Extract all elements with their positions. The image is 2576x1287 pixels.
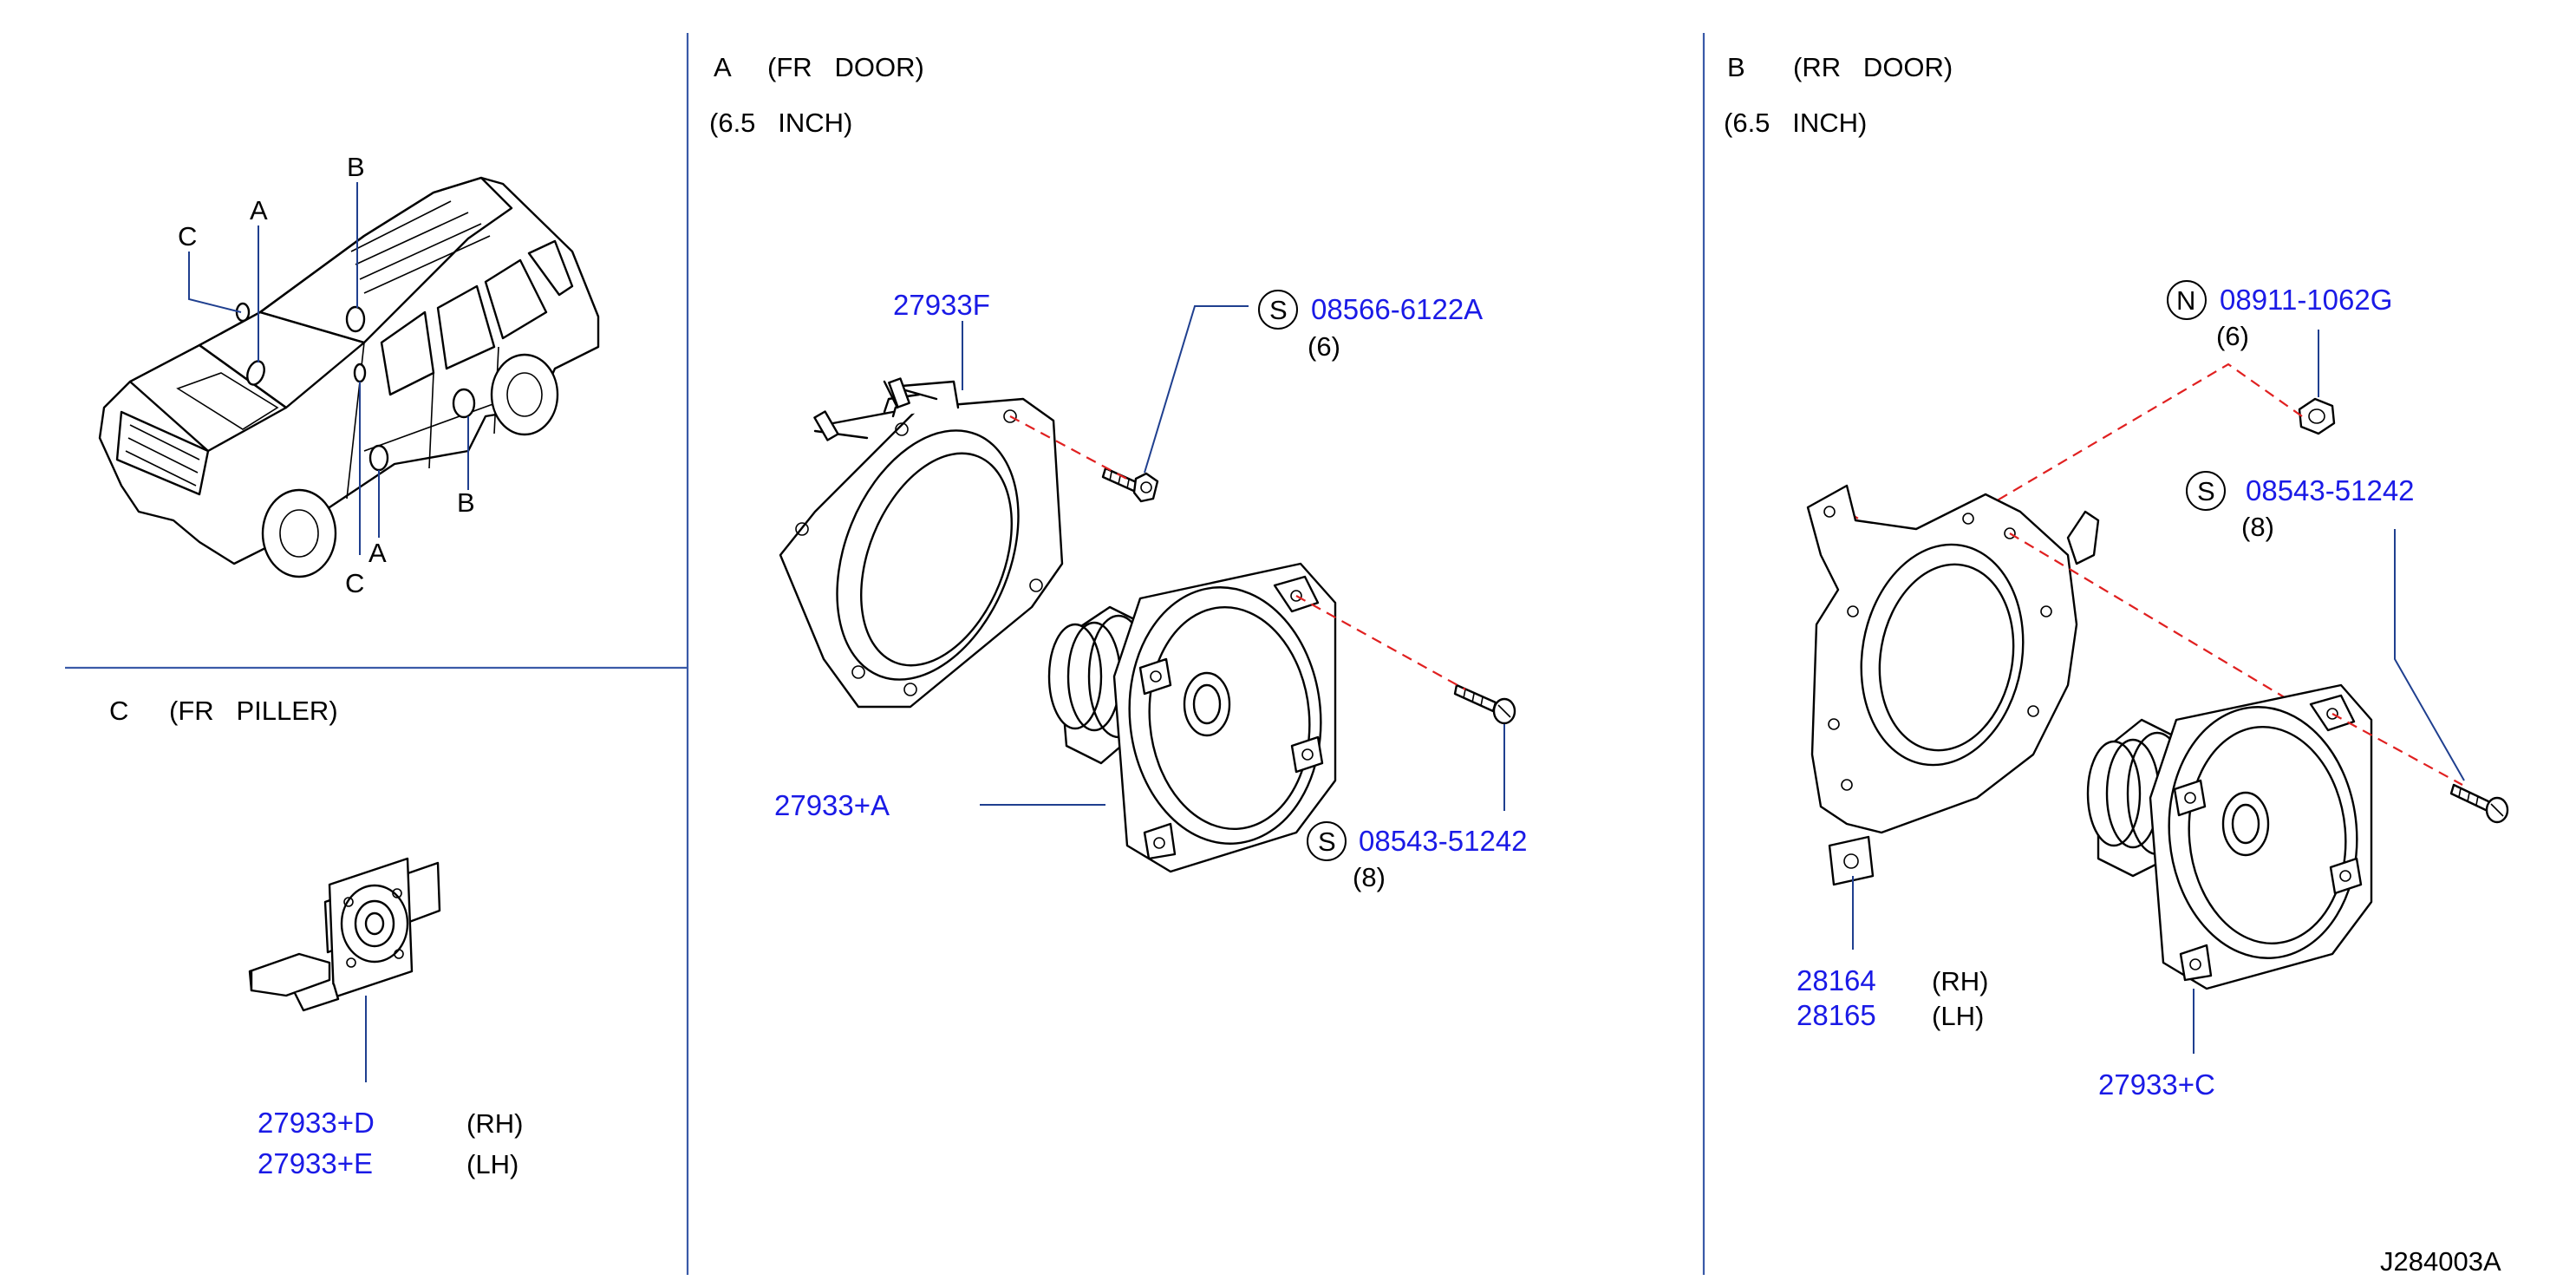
vehicle-overview (98, 176, 600, 578)
rear-door-speaker-drawing[interactable] (2086, 683, 2373, 990)
panel-a-letter: A (714, 52, 732, 82)
tweeter-lh-part-number[interactable]: 27933+E (258, 1147, 373, 1179)
screw-a-fit-line (1295, 595, 1466, 690)
rear-door-nut-drawing[interactable] (2298, 397, 2336, 435)
vehicle-callout-a-bottom: A (368, 538, 387, 568)
vehicle-callout-a-top: A (250, 195, 268, 225)
tweeter-lh-side: (LH) (466, 1149, 518, 1179)
bracket-b-lh-side: (LH) (1932, 1001, 1984, 1031)
tweeter-rh-part-number[interactable]: 27933+D (258, 1107, 375, 1139)
nut-b-quantity: (6) (2216, 321, 2249, 351)
screw-b-quantity: (8) (2241, 512, 2274, 542)
diagram-id: J284003A (2380, 1246, 2501, 1277)
speaker-b-part-number[interactable]: 27933+C (2098, 1068, 2215, 1101)
panel-c-title: (FR PILLER) (169, 696, 338, 726)
bracket-b-lh-part-number[interactable]: 28165 (1797, 999, 1876, 1031)
leader-screw-b (2394, 529, 2465, 781)
nut-b-part-number[interactable]: 08911-1062G (2220, 284, 2392, 316)
panel-c-letter: C (109, 696, 128, 726)
panel-b-letter: B (1727, 52, 1745, 82)
front-door-bracket-drawing[interactable] (779, 377, 1064, 709)
rear-door-screw-drawing[interactable] (2449, 783, 2509, 824)
screw-a-quantity: (8) (1353, 862, 1386, 892)
bolt-a-symbol-circle (1258, 290, 1298, 330)
bracket-a-part-number[interactable]: 27933F (893, 289, 990, 321)
screw-a-part-number[interactable]: 08543-51242 (1359, 825, 1528, 857)
vehicle-callout-c-top: C (178, 221, 197, 252)
screw-b-part-number[interactable]: 08543-51242 (2246, 474, 2415, 506)
vehicle-callout-b-top: B (347, 152, 365, 182)
screw-a-symbol: S (1318, 826, 1336, 857)
rear-door-bracket-drawing[interactable] (1806, 484, 2100, 886)
tweeter-c-drawing[interactable] (248, 857, 441, 1012)
panel-a-title: (FR DOOR) (767, 52, 924, 82)
front-door-speaker-drawing[interactable] (1047, 562, 1337, 873)
screw-b-speaker-fit-line (2331, 713, 2463, 786)
bolt-a-quantity: (6) (1308, 331, 1340, 362)
panel-a-size: (6.5 INCH) (709, 108, 852, 138)
nut-b-fit-line (1846, 363, 2303, 552)
bracket-b-rh-side: (RH) (1932, 966, 1988, 996)
screw-a-symbol-circle (1307, 821, 1347, 861)
panel-b-size: (6.5 INCH) (1724, 108, 1867, 138)
screw-b-symbol-circle (2186, 471, 2226, 511)
vehicle-callout-c-bottom: C (345, 568, 364, 598)
bolt-a-fit-line (1009, 415, 1132, 482)
nut-b-symbol: N (2176, 285, 2195, 316)
panel-b-title: (RR DOOR) (1793, 52, 1953, 82)
vehicle-callout-b-bottom: B (457, 487, 475, 518)
nut-b-symbol-circle (2167, 280, 2207, 320)
speaker-a-part-number[interactable]: 27933+A (774, 789, 890, 821)
bracket-b-rh-part-number[interactable]: 28164 (1797, 964, 1876, 996)
screw-b-symbol: S (2197, 476, 2215, 506)
leader-bolt-a (1144, 305, 1249, 474)
front-door-screw-drawing[interactable] (1453, 683, 1516, 725)
tweeter-rh-side: (RH) (466, 1108, 523, 1139)
front-door-bolt-drawing[interactable] (1101, 467, 1159, 503)
bolt-a-symbol: S (1269, 295, 1288, 325)
bolt-a-part-number[interactable]: 08566-6122A (1311, 293, 1483, 325)
screw-b-bracket-fit-line (2009, 532, 2338, 729)
